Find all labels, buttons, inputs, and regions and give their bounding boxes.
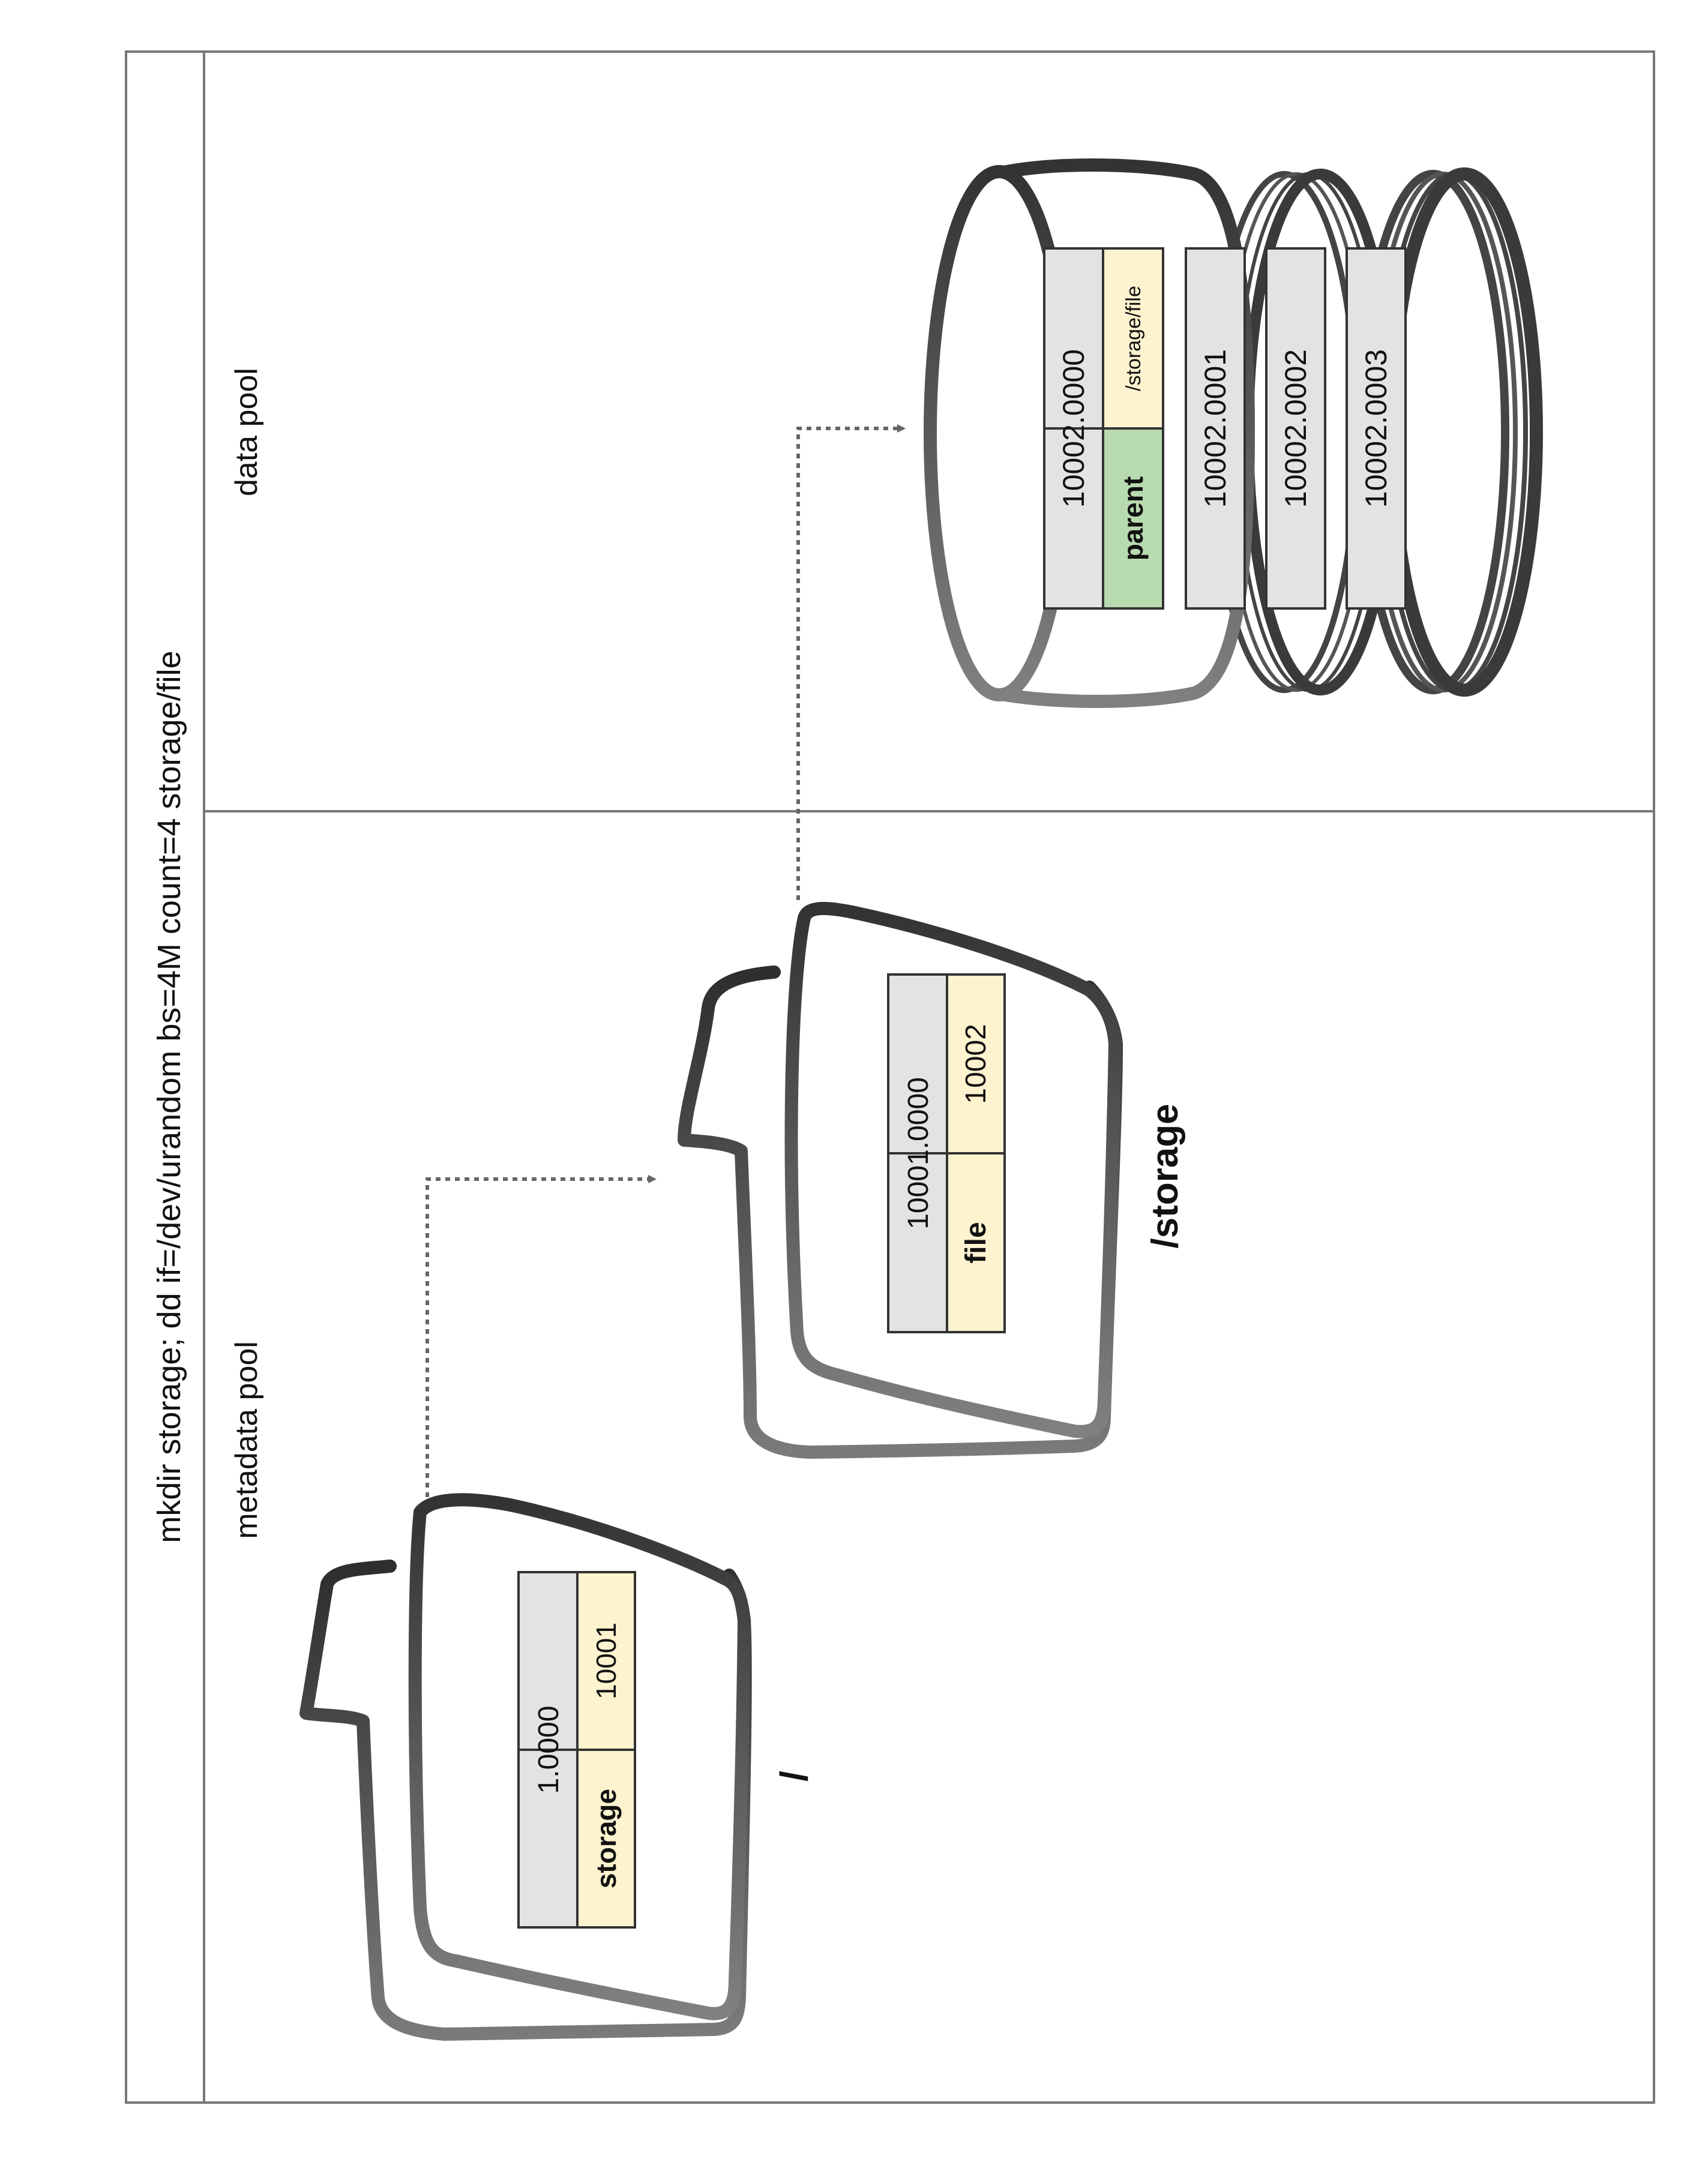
file-head-xattr-name: parent [1117, 476, 1149, 561]
file-chunk-2-id: 10002.0002 [1279, 349, 1313, 508]
root-id-cell-lower [517, 1749, 579, 1929]
arrow-root-to-storage [425, 1175, 657, 1497]
arrows [425, 424, 906, 1497]
root-entry-value: 10001 [591, 1623, 622, 1699]
file-head-object-id: 10002.0000 [1057, 349, 1090, 508]
file-chunk-3-cell [1346, 247, 1407, 610]
file-head-object: 10002.0000 /storage/file parent [1043, 247, 1164, 610]
storage-id-cell-lower [887, 1152, 948, 1333]
file-head-xattr-name-cell [1102, 427, 1164, 610]
file-chunk-2: 10002.0002 [1265, 247, 1326, 610]
outer-border [125, 50, 1655, 2104]
file-chunk-3: 10002.0003 [1346, 247, 1407, 610]
metadata-pool-label: metadata pool [229, 1341, 264, 1539]
file-chunk-1-cell [1185, 247, 1246, 610]
file-chunk-1: 10002.0001 [1185, 247, 1246, 610]
file-head-id-cell-lower [1043, 427, 1104, 610]
root-entry-name: storage [591, 1789, 622, 1888]
storage-id-cell [887, 973, 948, 1155]
storage-path-label: /storage [1144, 1104, 1186, 1248]
frame [125, 50, 1655, 2104]
root-path-label: / [772, 1771, 816, 1782]
storage-entry-name: file [960, 1222, 992, 1263]
data-pool-label: data pool [229, 368, 264, 496]
storage-name-cell [946, 1152, 1006, 1333]
root-value-cell [576, 1571, 636, 1751]
root-object-id: 1.0000 [533, 1706, 565, 1794]
file-chunk-3-id: 10002.0003 [1359, 349, 1393, 508]
storage-object-id: 10001.0000 [903, 1077, 934, 1230]
file-chunk-2-cell [1265, 247, 1326, 610]
storage-entry-value: 10002 [960, 1024, 992, 1104]
root-name-cell [576, 1749, 636, 1929]
cylinder-body [990, 158, 1255, 708]
file-head-xattr-value: /storage/file [1122, 286, 1145, 391]
diagram-title: mkdir storage; dd if=/dev/urandom bs=4M … [151, 650, 187, 1543]
arrow-storage-to-data [796, 424, 906, 900]
file-chunk-1-id: 10002.0001 [1198, 349, 1232, 508]
root-object: 1.0000 10001 storage / [299, 1493, 816, 2041]
file-head-xattr-value-cell [1102, 247, 1164, 430]
storage-object: 10001.0000 10002 file /storage [678, 902, 1186, 1459]
